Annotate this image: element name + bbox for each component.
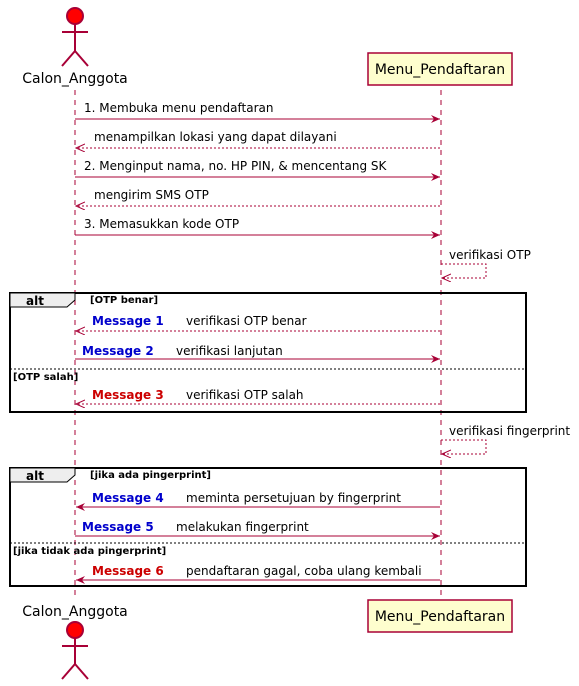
alt-condition-2b: [jika tidak ada pingerprint] [13,546,166,557]
message-tag-2: Message 2 [82,344,154,358]
message-label-9: meminta persetujuan by fingerprint [186,491,401,505]
message-tag-1: Message 1 [92,314,164,328]
message-label-2: menampilkan lokasi yang dapat dilayani [94,130,337,144]
alt-fragment-2: alt [jika ada pingerprint] [jika tidak a… [9,467,527,587]
system-box-top [367,52,513,86]
alt-fragment-1: alt [OTP benar] [OTP salah] [9,292,527,413]
message-tag-5: Message 5 [82,520,154,534]
system-label-bottom: Menu_Pendaftaran [375,609,505,625]
message-label-6: verifikasi OTP benar [186,314,307,328]
message-label-1: 1. Membuka menu pendaftaran [84,101,273,115]
alt-condition-2a: [jika ada pingerprint] [90,470,211,481]
message-label-5: 3. Memasukkan kode OTP [84,217,239,231]
alt-keyword-1: alt [26,294,44,308]
stick-figure-actor-icon [61,7,89,67]
self-message-label-1: verifikasi OTP [449,248,531,262]
alt-keyword-2: alt [26,469,44,483]
message-label-7: verifikasi lanjutan [176,344,283,358]
system-box-bottom [367,599,513,633]
self-message-arrow-2 [441,439,487,454]
self-message-arrow-1 [441,263,487,278]
message-tag-3: Message 3 [92,388,164,402]
message-label-11: pendaftaran gagal, coba ulang kembali [186,564,422,578]
message-label-8: verifikasi OTP salah [186,388,304,402]
alt-condition-1b: [OTP salah] [13,372,78,383]
stick-figure-actor-icon-bottom [61,621,89,680]
message-label-3: 2. Menginput nama, no. HP PIN, & mencent… [84,159,388,173]
actor-label-top: Calon_Anggota [22,71,128,87]
self-message-label-2: verifikasi fingerprint [449,424,570,438]
message-tag-4: Message 4 [92,491,164,505]
alt-condition-1a: [OTP benar] [90,295,158,306]
system-label-top: Menu_Pendaftaran [375,62,505,78]
message-label-10: melakukan fingerprint [176,520,309,534]
message-label-4: mengirim SMS OTP [94,188,209,202]
actor-label-bottom: Calon_Anggota [22,604,128,620]
message-tag-6: Message 6 [92,564,164,578]
